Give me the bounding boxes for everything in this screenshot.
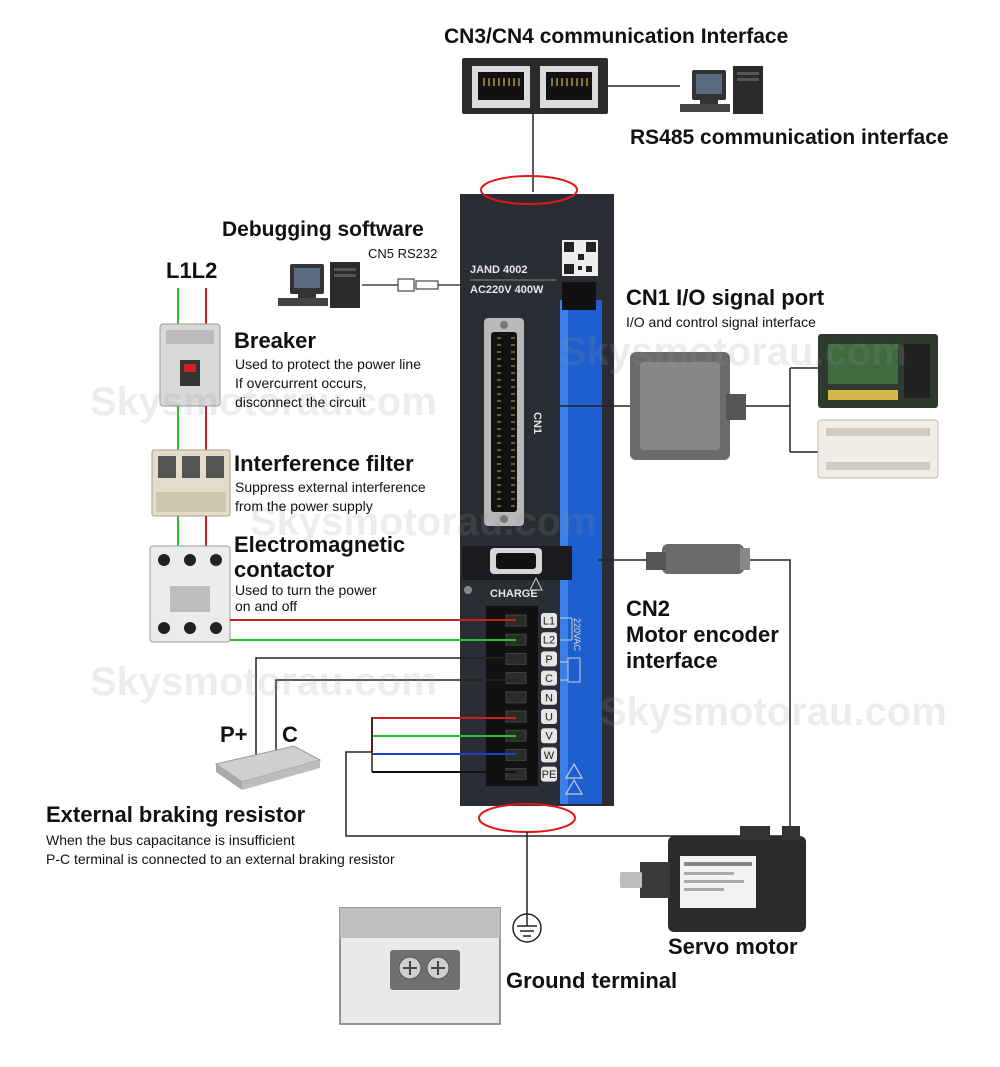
cn2-title-line: interface [626,648,718,673]
contactor-desc-line: on and off [235,598,298,614]
terminal-label-box [541,651,557,667]
terminal-label-box [541,709,557,724]
rs232-plug-icon [397,278,415,292]
rs485-title: RS485 communication interface [630,126,949,149]
cn1-title: CN1 I/O signal port [626,285,825,310]
watermark-text: Skysmotorau.com [600,690,947,734]
terminal-label-box [541,632,557,648]
resistor-c-label: C [282,722,298,747]
interference-filter-icon [151,449,231,517]
breaker-title: Breaker [234,328,316,353]
contactor-desc-line: Used to turn the power [235,582,377,598]
servo-motor-icon [620,826,806,932]
filter-desc-line: Suppress external interference [235,479,426,495]
terminal-slot [505,691,527,704]
rj45-port-block [462,58,608,114]
contactor-title-line: contactor [234,557,335,582]
filter-desc-line: from the power supply [235,498,373,514]
cn2-title-line: CN2 [626,596,671,621]
terminal-label-box [541,670,557,686]
terminal-label-pe: PE [542,769,557,781]
watermark-text: Skysmotorau.com [90,660,437,704]
filter-title: Interference filter [234,451,414,476]
encoder-plug-icon [646,544,750,574]
cn1-connector-text: CN1 [531,412,543,434]
cn1-sub: I/O and control signal interface [626,314,816,330]
charge-text: CHARGE [490,588,538,600]
terminal-label-box [541,766,557,782]
pc-computer-icon-top [680,66,763,114]
terminal-label-l1: L1 [543,616,555,628]
terminal-label-p: P [545,654,552,666]
cn2-title-line: Motor encoder [626,622,779,647]
ground-symbol-icon [512,913,542,943]
debug-title: Debugging software [222,218,424,241]
terminal-label-box [541,747,557,763]
cn3-cn4-title: CN3/CN4 communication Interface [444,25,789,48]
terminal-label-box [541,728,557,744]
drive-model-text: JAND 4002 [470,264,527,276]
controller-board-icon [818,334,938,408]
pc-computer-icon-debug [278,262,360,308]
terminal-slot [505,710,527,723]
terminal-label-v: V [545,731,553,743]
terminal-label-c: C [545,673,553,685]
terminal-slot [505,768,527,781]
breaker-desc-line: Used to protect the power line [235,356,421,372]
resistor-p-label: P+ [220,722,248,747]
terminal-label-w: W [544,750,555,762]
breaker-desc-line: If overcurrent occurs, [235,375,367,391]
resistor-desc-line: P-C terminal is connected to an external… [46,851,395,867]
plc-icon [817,419,939,479]
resistor-desc-line: When the bus capacitance is insufficient [46,832,295,848]
terminal-slot [505,672,527,685]
watermark-text: Skysmotorau.com [560,330,907,374]
breaker-desc-line: disconnect the circuit [235,394,366,410]
debug-sub: CN5 RS232 [368,246,438,261]
watermark-text: Skysmotorau.com [250,500,597,544]
highlight-ring-top [480,175,578,205]
watermark-text: Skysmotorau.com [90,380,437,424]
voltage-text: 220VAC [572,618,582,651]
drive-rating-text: AC220V 400W [470,284,544,296]
terminal-label-n: N [545,692,553,704]
terminal-label-u: U [545,712,553,724]
servo-motor-label: Servo motor [668,934,798,959]
ground-terminal-label: Ground terminal [506,968,678,993]
ground-terminal-photo [339,907,501,1025]
highlight-ring-bottom [478,803,576,833]
terminal-slot [505,652,527,665]
resistor-title: External braking resistor [46,802,306,827]
contactor-title-line: Electromagnetic [234,532,406,557]
terminal-label-box [541,689,557,705]
l1l2-label: L1L2 [166,258,218,283]
contactor-icon [149,545,231,643]
braking-resistor-icon [214,745,322,790]
terminal-label-l2: L2 [543,635,555,647]
cn1-plug-icon [630,352,746,460]
breaker-icon [159,323,221,407]
terminal-label-box [541,613,557,628]
